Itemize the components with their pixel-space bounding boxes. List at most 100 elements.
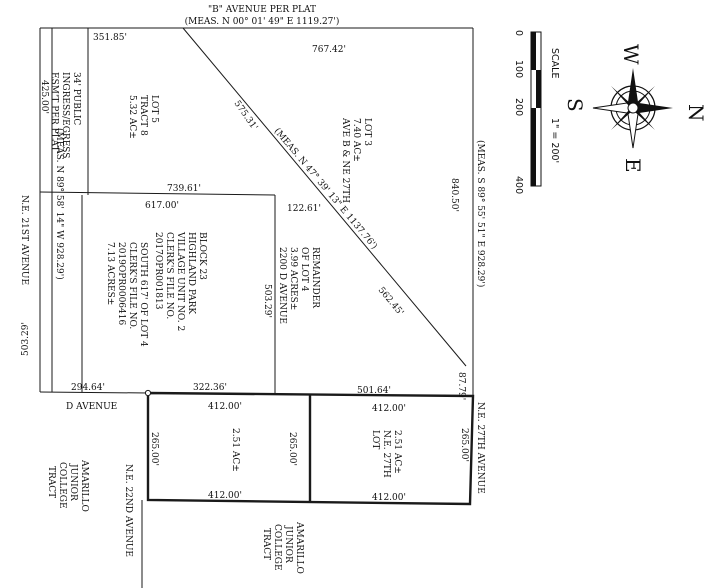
scale-label: SCALE xyxy=(549,48,560,78)
south617-line-3: 2019OPR0006416 xyxy=(116,242,126,325)
lot3-line-3: AVE B & NE 27TH xyxy=(340,117,350,203)
south617-line-2: CLERK'S FILE NO. xyxy=(127,242,137,329)
lot-b-line-3: LOT xyxy=(370,430,380,449)
tract-south617: SOUTH 617' OF LOT 4 CLERK'S FILE NO. 201… xyxy=(105,242,148,347)
scale-seg-1 xyxy=(531,32,536,70)
scale-tick-100: 100 xyxy=(513,60,524,78)
lot-b-line-1: 2.51 AC± xyxy=(392,430,402,474)
tract-lot3: LOT 3 7.40 AC± AVE B & NE 27TH xyxy=(340,117,372,203)
compass-s: S xyxy=(563,98,587,112)
scale-seg-2 xyxy=(536,70,541,108)
block23-line-2: HIGHLAND PARK xyxy=(186,232,196,314)
b-avenue-meas-label: (MEAS. N 00° 01' 49" E 1119.27') xyxy=(185,16,340,27)
dim-351-85: 351.85' xyxy=(93,33,127,43)
amarillo2-line-2: JUNIOR xyxy=(283,525,293,563)
south617-line-1: SOUTH 617' OF LOT 4 xyxy=(138,242,148,347)
lot3-line-2: 7.40 AC± xyxy=(351,118,361,162)
diagonal-line xyxy=(182,27,467,367)
dim-265-left: 265.00' xyxy=(149,432,159,466)
compass-w: W xyxy=(619,44,643,65)
compass-point-ne xyxy=(633,86,655,108)
scale-tick-0: 0 xyxy=(513,30,524,36)
south617-line-4: 7.13 ACRES± xyxy=(105,242,115,305)
dim-840-50: 840.50' xyxy=(449,178,459,212)
lot-line-739 xyxy=(39,191,276,196)
compass-point-up xyxy=(628,68,638,108)
scale-ratio: 1" = 200' xyxy=(549,118,560,163)
dim-412-top-right: 412.00' xyxy=(372,404,406,414)
scale-bar: 0 100 200 400 SCALE 1" = 200' xyxy=(513,30,560,194)
dim-562-45: 562.45' xyxy=(376,286,405,318)
remainder-line-4: 2200 D AVENUE xyxy=(277,247,287,324)
tract-amarillo-college-south: AMARILLO JUNIOR COLLEGE TRACT xyxy=(261,521,304,574)
tract-ingress-easement: 34' PUBLIC INGRESS/EGRESS ESM'T PER PLAT xyxy=(49,72,81,158)
remainder-line-2: OF LOT 4 xyxy=(299,247,309,292)
amarillo1-line-1: AMARILLO xyxy=(79,459,89,512)
dim-322-36: 322.36' xyxy=(193,383,227,393)
d-avenue-label: D AVENUE xyxy=(66,402,117,412)
block23-line-4: CLERK'S FILE NO. xyxy=(164,232,174,319)
dim-739-61: 739.61' xyxy=(167,184,201,194)
dim-87-79: 87.79' xyxy=(456,372,466,400)
b-avenue-label: "B" AVENUE PER PLAT xyxy=(208,5,316,15)
amarillo2-line-1: AMARILLO xyxy=(294,521,304,574)
boundary-lines xyxy=(39,27,475,588)
remainder-line-1: REMAINDER xyxy=(310,247,320,308)
d-avenue-line-west xyxy=(39,391,149,394)
compass-e: E xyxy=(621,158,645,173)
ingress-line-2: INGRESS/EGRESS xyxy=(60,72,70,158)
lot5-line-3: 5.32 AC± xyxy=(127,95,137,139)
block23-line-1: BLOCK 23 xyxy=(197,232,207,280)
dim-265-middle: 265.00' xyxy=(287,432,297,466)
ne-27th-lots-outline xyxy=(146,391,475,506)
compass-hub xyxy=(627,102,639,114)
dim-412-bottom-right: 412.00' xyxy=(372,493,406,503)
amarillo1-line-4: TRACT xyxy=(46,466,56,498)
remainder-line-3: 3.99 ACRES± xyxy=(288,247,298,310)
lot3-line-1: LOT 3 xyxy=(362,118,372,146)
dim-425-00: 425.00' xyxy=(39,80,49,114)
dim-503-29-west: 503.29' xyxy=(21,322,31,356)
dim-503-29-east: 503.29' xyxy=(262,284,272,318)
tract-lot-b: 2.51 AC± N.E. 27TH LOT xyxy=(370,430,402,478)
corner-monument xyxy=(144,389,152,397)
tract-remainder-lot4: REMAINDER OF LOT 4 3.99 ACRES± 2200 D AV… xyxy=(277,247,320,324)
ne-21st-avenue-label: N.E. 21ST AVENUE xyxy=(19,195,29,285)
amarillo2-line-3: COLLEGE xyxy=(272,524,282,571)
lot5-line-1: LOT 5 xyxy=(149,95,159,123)
lot-b-line-2: N.E. 27TH xyxy=(381,430,391,478)
dim-265-right: 265.00' xyxy=(459,428,469,462)
ne-27th-avenue-label: N.E. 27TH AVENUE xyxy=(475,402,485,494)
scale-tick-400: 400 xyxy=(513,176,524,194)
dim-412-bottom-left: 412.00' xyxy=(208,491,242,501)
compass-rose xyxy=(592,68,673,149)
dim-122-61: 122.61' xyxy=(287,204,321,214)
tract-lot5: LOT 5 TRACT 8 5.32 AC± xyxy=(127,95,159,139)
dim-294-64: 294.64' xyxy=(71,383,105,393)
amarillo1-line-3: COLLEGE xyxy=(57,462,67,509)
tract-lot-a-label: 2.51 AC± xyxy=(230,428,240,472)
ingress-line-1: 34' PUBLIC xyxy=(71,72,81,125)
amarillo1-line-2: JUNIOR xyxy=(68,463,78,501)
scale-tick-200: 200 xyxy=(513,98,524,116)
dim-617-00: 617.00' xyxy=(145,201,179,211)
amarillo2-line-4: TRACT xyxy=(261,528,271,560)
tract-amarillo-college-west: AMARILLO JUNIOR COLLEGE TRACT xyxy=(46,459,89,512)
ne-22nd-avenue-label: N.E. 22ND AVENUE xyxy=(123,464,133,557)
dim-575-31: 575.31' xyxy=(232,99,260,133)
compass-n: N xyxy=(684,104,708,122)
compass-point-se xyxy=(633,108,655,130)
dim-767-42: 767.42' xyxy=(312,45,346,55)
compass-point-nw xyxy=(611,86,633,108)
meas-north-east-label: (MEAS. S 89° 55' 51" E 928.29') xyxy=(475,140,486,287)
compass-point-down xyxy=(627,107,639,149)
ingress-line-3: ESM'T PER PLAT xyxy=(49,72,59,152)
scale-seg-3 xyxy=(531,108,536,186)
dim-501-64: 501.64' xyxy=(357,386,391,396)
block23-line-5: 2017OPR001813 xyxy=(153,232,163,310)
meas-west-label: (MEAS. N 89° 58' 14" W 928.29') xyxy=(54,128,65,280)
lot5-line-2: TRACT 8 xyxy=(138,95,148,136)
tract-block23: BLOCK 23 HIGHLAND PARK VILLAGE UNIT NO. … xyxy=(153,231,207,331)
block23-line-3: VILLAGE UNIT NO. 2 xyxy=(175,231,185,331)
